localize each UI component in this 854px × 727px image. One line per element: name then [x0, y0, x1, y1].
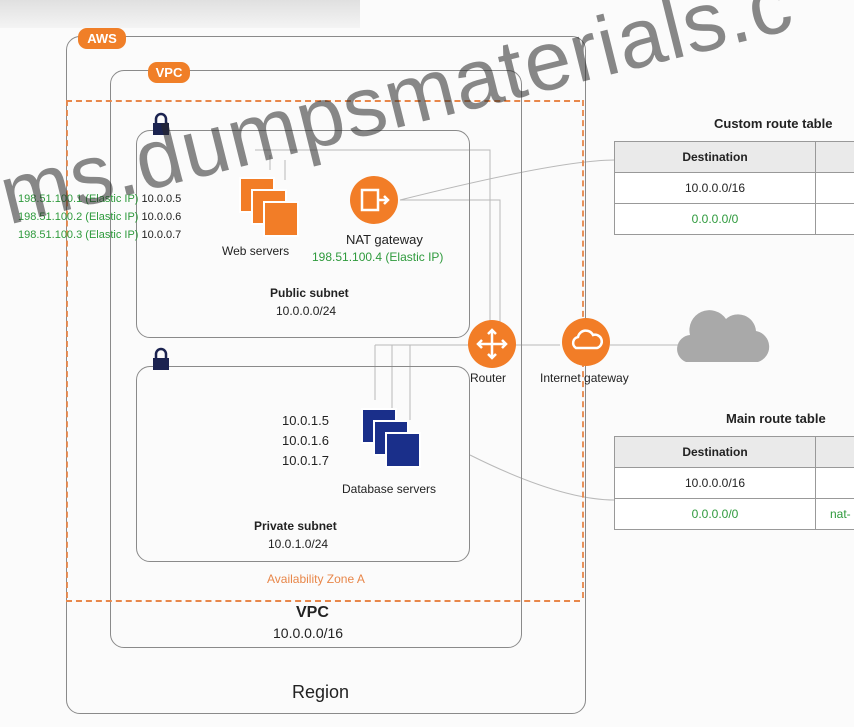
web-ip-row-2: 198.51.100.2 (Elastic IP) 10.0.0.6	[18, 211, 182, 223]
db-ip-3: 10.0.1.7	[282, 453, 329, 468]
lock-icon	[152, 347, 170, 371]
custom-route-row-1: 10.0.0.0/16	[614, 172, 816, 204]
public-subnet-cidr: 10.0.0.0/24	[276, 304, 337, 318]
top-shade	[0, 0, 360, 28]
database-servers-label: Database servers	[342, 482, 437, 496]
main-route-header-target	[815, 436, 854, 468]
web-ip-row-1: 198.51.100.1 (Elastic IP) 10.0.0.5	[18, 193, 182, 205]
db-ip-2: 10.0.1.6	[282, 433, 329, 448]
main-route-row-2-target: nat-	[815, 498, 854, 530]
lock-icon	[152, 112, 170, 136]
custom-route-table-title: Custom route table	[714, 116, 833, 131]
internet-cloud-icon	[672, 300, 772, 366]
custom-route-header-target	[815, 141, 854, 173]
router-label: Router	[470, 371, 507, 385]
private-subnet-cidr: 10.0.1.0/24	[268, 537, 329, 551]
internet-gateway-icon	[562, 318, 610, 366]
availability-zone-label: Availability Zone A	[267, 572, 365, 586]
main-route-header-destination: Destination	[614, 436, 816, 468]
public-subnet-label: Public subnet	[270, 286, 349, 300]
vpc-label: VPC	[296, 604, 329, 621]
public-subnet-box	[136, 130, 470, 338]
region-label: Region	[292, 682, 350, 702]
db-ip-1: 10.0.1.5	[282, 413, 329, 428]
custom-route-table: Destination 10.0.0.0/16 0.0.0.0/0	[614, 141, 854, 235]
main-route-row-2: 0.0.0.0/0	[614, 498, 816, 530]
private-subnet-box	[136, 366, 470, 562]
main-route-table-title: Main route table	[726, 411, 826, 426]
nat-gateway-ip: 198.51.100.4 (Elastic IP)	[312, 250, 444, 264]
web-ip-row-3: 198.51.100.3 (Elastic IP) 10.0.0.7	[18, 229, 182, 241]
vpc-badge: VPC	[148, 62, 190, 83]
vpc-box	[110, 70, 522, 648]
web-servers-label: Web servers	[222, 244, 290, 258]
database-servers-icon	[360, 407, 426, 473]
nat-gateway-label: NAT gateway	[346, 232, 423, 247]
private-subnet-label: Private subnet	[254, 519, 337, 533]
aws-badge: AWS	[78, 28, 126, 49]
availability-zone-box	[66, 100, 580, 602]
custom-route-row-2: 0.0.0.0/0	[614, 203, 816, 235]
router-icon	[468, 320, 516, 368]
web-servers-icon	[238, 176, 304, 240]
main-route-row-1: 10.0.0.0/16	[614, 467, 816, 499]
custom-route-header-destination: Destination	[614, 141, 816, 173]
internet-gateway-label: Internet gateway	[540, 371, 629, 385]
vpc-cidr: 10.0.0.0/16	[273, 625, 344, 641]
nat-gateway-icon	[350, 176, 398, 224]
